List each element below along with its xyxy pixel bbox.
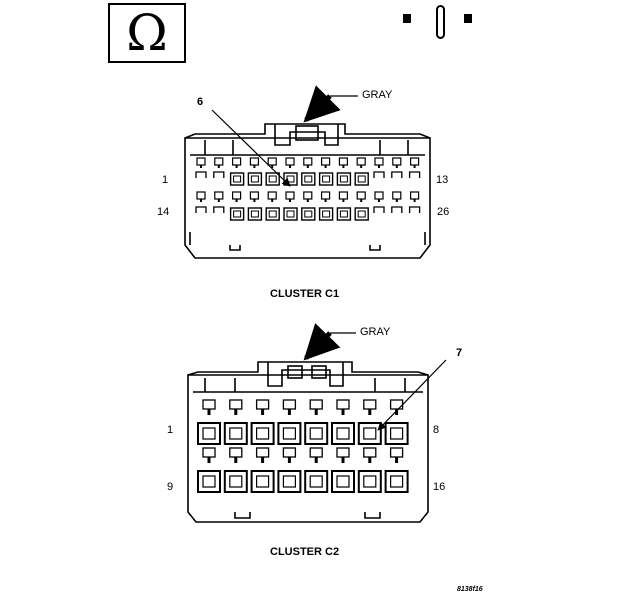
c1-pin-first-bottom: 14	[157, 206, 170, 218]
probe-icon	[403, 5, 445, 39]
c1-cavity	[354, 157, 369, 186]
c2-cavity	[197, 447, 221, 493]
c2-cavity	[250, 399, 275, 445]
c2-cavity	[277, 399, 302, 445]
cluster-c2-pins	[197, 399, 409, 493]
c2-gray-arrow	[303, 323, 341, 361]
c2-cavity	[331, 399, 355, 445]
c1-cavity	[301, 157, 316, 186]
c2-callout-line	[377, 359, 447, 431]
c1-cavity	[195, 157, 207, 178]
c2-cavity	[384, 447, 409, 493]
c1-pin-last-bottom: 26	[437, 206, 450, 218]
c2-cavity	[223, 399, 248, 445]
c1-cavity	[229, 157, 245, 186]
c1-pin-last-top: 13	[436, 174, 449, 186]
c1-cavity	[283, 191, 298, 221]
c2-cavity	[357, 447, 382, 493]
probe-tip-icon	[464, 14, 472, 23]
c2-pin-last-top: 8	[433, 424, 440, 436]
c1-cavity	[391, 157, 403, 178]
c2-cavity	[277, 447, 302, 493]
c1-cavity	[265, 157, 280, 186]
c1-callout-line	[211, 109, 291, 187]
c1-color-label: GRAY	[362, 89, 393, 101]
c2-cavity	[304, 399, 329, 445]
c2-cavity	[250, 447, 275, 493]
c1-cavity	[213, 191, 225, 213]
c1-cavity	[301, 191, 316, 221]
c1-cavity	[229, 191, 245, 221]
cluster-c1-connector	[184, 123, 431, 259]
c1-cavity	[247, 191, 263, 221]
c1-callout-number: 6	[197, 96, 204, 108]
c1-cavity	[354, 191, 369, 221]
c1-pin-first-top: 1	[162, 174, 169, 186]
c1-cavity	[373, 191, 385, 213]
c1-cavity	[195, 191, 207, 213]
c1-cavity	[318, 191, 334, 221]
c1-cavity	[336, 191, 352, 221]
c1-title: CLUSTER C1	[270, 288, 340, 300]
c1-gray-arrow	[303, 85, 341, 123]
c1-cavity	[265, 191, 280, 221]
ohm-meter-icon: Ω	[108, 3, 186, 63]
c1-cavity	[408, 157, 421, 178]
cluster-c2-connector	[187, 361, 429, 523]
c2-pin-first-top: 1	[167, 424, 174, 436]
ohm-symbol: Ω	[126, 4, 168, 62]
c2-cavity	[304, 447, 329, 493]
c1-cavity	[213, 157, 225, 178]
c1-cavity	[318, 157, 334, 186]
c2-cavity	[331, 447, 355, 493]
c2-color-label: GRAY	[360, 326, 391, 338]
c2-pin-last-bottom: 16	[433, 481, 446, 493]
c1-cavity	[283, 157, 298, 186]
c2-cavity	[384, 399, 409, 445]
c2-callout-number: 7	[456, 347, 463, 359]
c1-cavity	[247, 157, 263, 186]
c1-cavity	[336, 157, 352, 186]
c1-cavity	[408, 191, 421, 213]
c2-pin-first-bottom: 9	[167, 481, 174, 493]
c1-cavity	[391, 191, 403, 213]
cluster-c1-pins	[195, 157, 421, 221]
figure-code: 8138f16	[457, 586, 483, 593]
c2-cavity	[357, 399, 382, 445]
c2-title: CLUSTER C2	[270, 546, 340, 558]
c2-cavity	[197, 399, 221, 445]
c1-cavity	[373, 157, 385, 178]
c2-cavity	[223, 447, 248, 493]
